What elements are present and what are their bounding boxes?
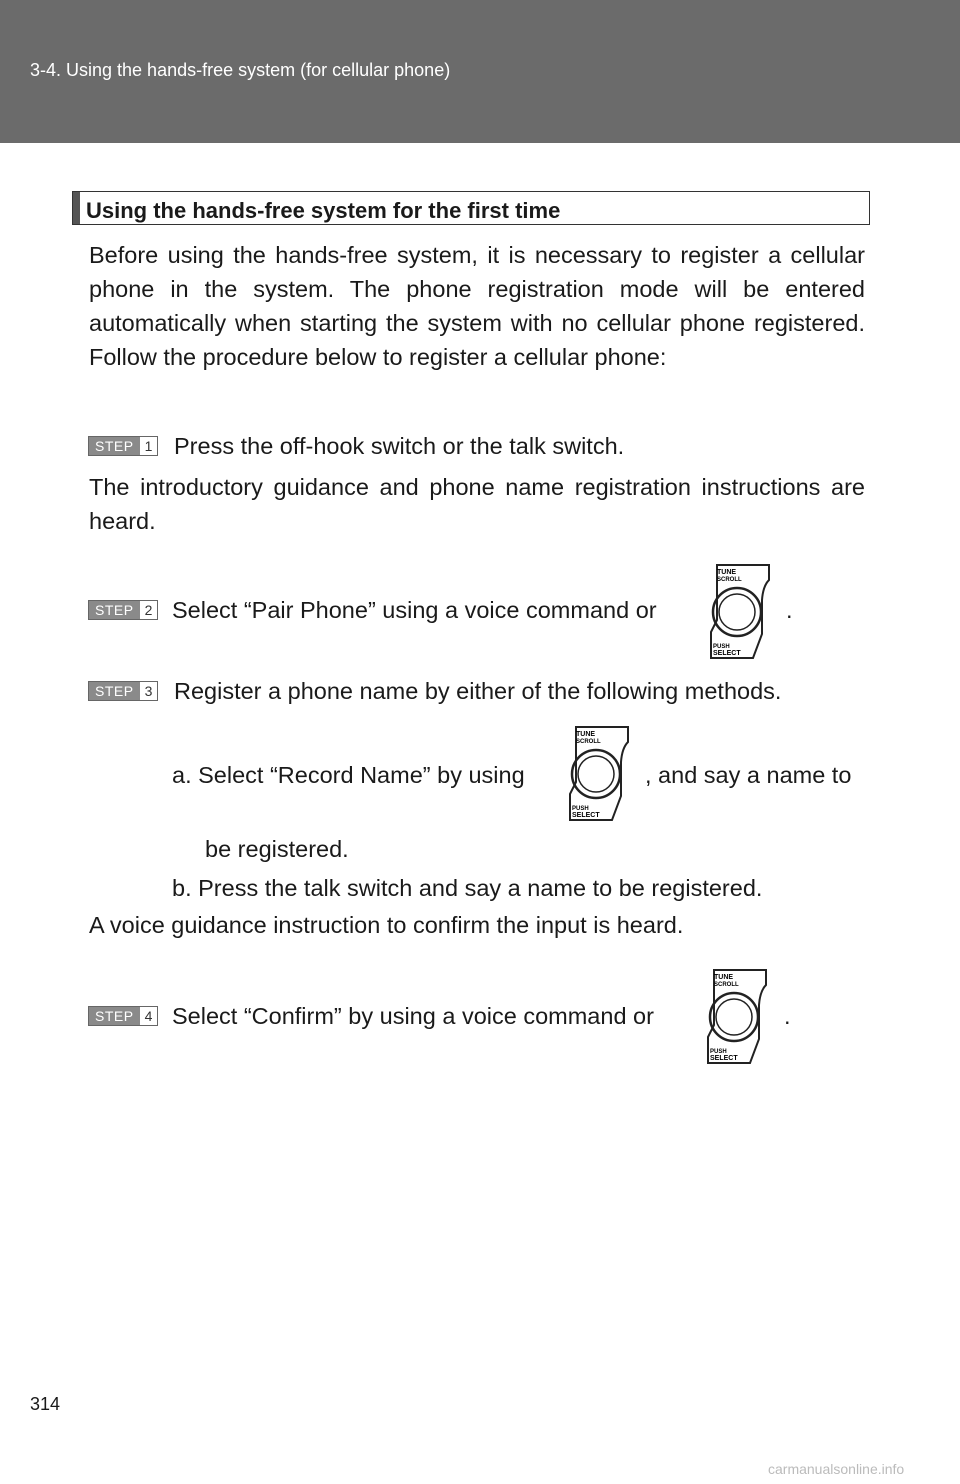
header-title: 3-4. Using the hands-free system (for ce…	[30, 60, 451, 80]
step-4-text: Select “Confirm” by using a voice comman…	[172, 1003, 654, 1029]
step-4-badge: STEP 4	[88, 1006, 159, 1026]
svg-text:SELECT: SELECT	[710, 1055, 738, 1062]
svg-text:PUSH: PUSH	[710, 1049, 727, 1055]
step-3a-text: a. Select “Record Name” by using	[172, 762, 525, 788]
svg-text:SCROLL: SCROLL	[576, 739, 601, 745]
svg-text:SELECT: SELECT	[572, 812, 600, 819]
svg-text:TUNE: TUNE	[714, 974, 733, 981]
step-2-end: .	[786, 597, 793, 623]
step-number: 3	[139, 682, 158, 700]
step-label: STEP	[89, 437, 140, 455]
page-header: 3-4. Using the hands-free system (for ce…	[0, 0, 960, 143]
svg-text:PUSH: PUSH	[572, 806, 589, 812]
step-1-text: Press the off-hook switch or the talk sw…	[174, 433, 625, 459]
step-3-note: A voice guidance instruction to confirm …	[89, 912, 684, 938]
section-heading: Using the hands-free system for the firs…	[72, 191, 870, 225]
svg-text:SCROLL: SCROLL	[714, 982, 739, 988]
step-number: 4	[139, 1007, 158, 1025]
step-3-text: Register a phone name by either of the f…	[174, 678, 782, 704]
step-1-note: The introductory guidance and phone name…	[89, 474, 865, 534]
svg-text:TUNE: TUNE	[717, 569, 736, 576]
step-label: STEP	[89, 682, 140, 700]
step-3b-text: b. Press the talk switch and say a name …	[172, 875, 763, 901]
tune-select-knob-icon: TUNE SCROLL PUSH SELECT	[707, 969, 767, 1064]
svg-text:TUNE: TUNE	[576, 731, 595, 738]
step-2-text: Select “Pair Phone” using a voice comman…	[172, 597, 657, 623]
step-3-badge: STEP 3	[88, 681, 159, 701]
step-4-end: .	[784, 1003, 791, 1029]
svg-text:SCROLL: SCROLL	[717, 577, 742, 583]
svg-text:PUSH: PUSH	[713, 644, 730, 650]
intro-paragraph: Before using the hands-free system, it i…	[89, 242, 865, 370]
step-3a-text-end: , and say a name to	[645, 762, 852, 788]
step-2-badge: STEP 2	[88, 600, 159, 620]
step-label: STEP	[89, 1007, 140, 1025]
page-number: 314	[30, 1394, 61, 1414]
tune-select-knob-icon: TUNE SCROLL PUSH SELECT	[710, 564, 770, 659]
svg-text:SELECT: SELECT	[713, 650, 741, 657]
step-1-badge: STEP 1	[88, 436, 159, 456]
watermark: carmanualsonline.info	[768, 1461, 905, 1477]
section-bar	[73, 192, 80, 224]
step-number: 2	[139, 601, 158, 619]
step-number: 1	[139, 437, 158, 455]
section-title: Using the hands-free system for the firs…	[86, 198, 561, 223]
tune-select-knob-icon: TUNE SCROLL PUSH SELECT	[569, 726, 629, 821]
step-3a-continuation: be registered.	[205, 836, 349, 862]
step-label: STEP	[89, 601, 140, 619]
